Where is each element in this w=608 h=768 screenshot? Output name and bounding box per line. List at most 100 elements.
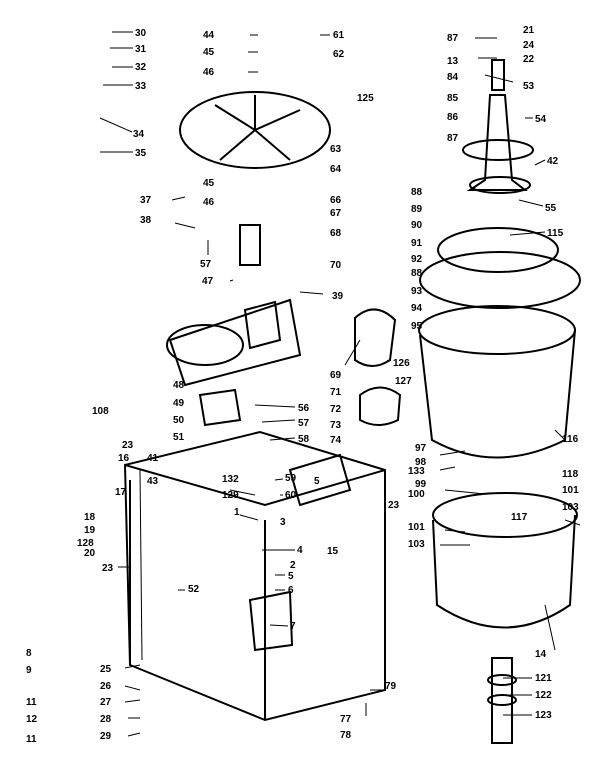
- label-6: 6: [288, 585, 294, 596]
- label-97: 97: [415, 443, 427, 454]
- label-58: 58: [298, 434, 310, 445]
- label-48: 48: [173, 380, 185, 391]
- label-72: 72: [330, 404, 342, 415]
- label-98: 98: [415, 457, 427, 468]
- label-11a: 11: [26, 697, 37, 708]
- label-23c: 23: [388, 500, 400, 511]
- label-8: 8: [26, 648, 32, 659]
- label-24: 24: [523, 40, 535, 51]
- label-55: 55: [545, 203, 557, 214]
- wash-basket: [432, 492, 578, 629]
- label-46b: 46: [203, 197, 215, 208]
- label-46a: 46: [203, 67, 215, 78]
- label-61: 61: [333, 30, 345, 41]
- label-94: 94: [411, 303, 423, 314]
- label-74: 74: [330, 435, 342, 446]
- label-2: 2: [290, 560, 296, 571]
- label-87a: 87: [447, 33, 459, 44]
- label-33: 33: [135, 81, 147, 92]
- label-101b: 101: [408, 522, 425, 533]
- label-5b: 5: [288, 571, 294, 582]
- label-91: 91: [411, 238, 423, 249]
- label-57a: 57: [200, 259, 212, 270]
- label-108: 108: [92, 406, 109, 417]
- label-103a: 103: [562, 502, 579, 513]
- label-45b: 45: [203, 178, 215, 189]
- label-71: 71: [330, 387, 342, 398]
- label-11b: 11: [26, 734, 37, 745]
- pump-and-motor: [198, 308, 402, 652]
- label-52: 52: [188, 584, 200, 595]
- label-43: 43: [147, 476, 159, 487]
- label-90: 90: [411, 220, 423, 231]
- label-39: 39: [332, 291, 344, 302]
- leader-lines: [99, 31, 581, 737]
- label-123: 123: [535, 710, 552, 721]
- label-129: 129: [222, 490, 239, 501]
- label-70: 70: [330, 260, 342, 271]
- label-78: 78: [340, 730, 352, 741]
- label-100: 100: [408, 489, 425, 500]
- label-117: 117: [511, 512, 528, 523]
- label-73: 73: [330, 420, 342, 431]
- label-17: 17: [115, 487, 127, 498]
- label-49: 49: [173, 398, 185, 409]
- label-57b: 57: [298, 418, 310, 429]
- label-54: 54: [535, 114, 547, 125]
- label-5a: 5: [314, 476, 320, 487]
- label-15: 15: [327, 546, 339, 557]
- label-25: 25: [100, 664, 112, 675]
- label-127: 127: [395, 376, 412, 387]
- label-62: 62: [333, 49, 345, 60]
- label-101a: 101: [562, 485, 579, 496]
- label-133: 133: [408, 466, 425, 477]
- label-84: 84: [447, 72, 459, 83]
- label-92: 92: [411, 254, 423, 265]
- label-29: 29: [100, 731, 112, 742]
- label-88a: 88: [411, 187, 423, 198]
- label-1: 1: [234, 507, 240, 518]
- label-67: 67: [330, 208, 342, 219]
- label-32: 32: [135, 62, 147, 73]
- outer-tub: [418, 227, 581, 459]
- label-38: 38: [140, 215, 152, 226]
- label-85: 85: [447, 93, 459, 104]
- label-77: 77: [340, 714, 352, 725]
- label-7: 7: [290, 621, 296, 632]
- label-64: 64: [330, 164, 342, 175]
- label-121: 121: [535, 673, 552, 684]
- label-115: 115: [547, 228, 564, 239]
- label-35: 35: [135, 148, 147, 159]
- label-68: 68: [330, 228, 342, 239]
- label-88b: 88: [411, 268, 423, 279]
- label-9: 9: [26, 665, 32, 676]
- part-number-labels: 30 31 32 33 34 35 37 38 57 47 44 45 46 4…: [26, 25, 579, 745]
- label-28: 28: [100, 714, 112, 725]
- label-18: 18: [84, 512, 96, 523]
- label-63: 63: [330, 144, 342, 155]
- label-14: 14: [535, 649, 547, 660]
- label-27: 27: [100, 697, 112, 708]
- label-103b: 103: [408, 539, 425, 550]
- label-45a: 45: [203, 47, 215, 58]
- transmission-spider: [179, 91, 331, 266]
- label-21: 21: [523, 25, 535, 36]
- label-30: 30: [135, 28, 147, 39]
- label-122: 122: [535, 690, 552, 701]
- label-22: 22: [523, 54, 535, 65]
- label-69: 69: [330, 370, 342, 381]
- label-12: 12: [26, 714, 38, 725]
- label-50: 50: [173, 415, 185, 426]
- label-59: 59: [285, 473, 297, 484]
- label-23a: 23: [122, 440, 134, 451]
- label-125: 125: [357, 93, 374, 104]
- spin-drive-tube: [487, 657, 517, 744]
- label-79: 79: [385, 681, 397, 692]
- label-53: 53: [523, 81, 535, 92]
- label-37: 37: [140, 195, 152, 206]
- label-41: 41: [147, 453, 159, 464]
- label-51: 51: [173, 432, 185, 443]
- label-93: 93: [411, 286, 423, 297]
- label-47: 47: [202, 276, 214, 287]
